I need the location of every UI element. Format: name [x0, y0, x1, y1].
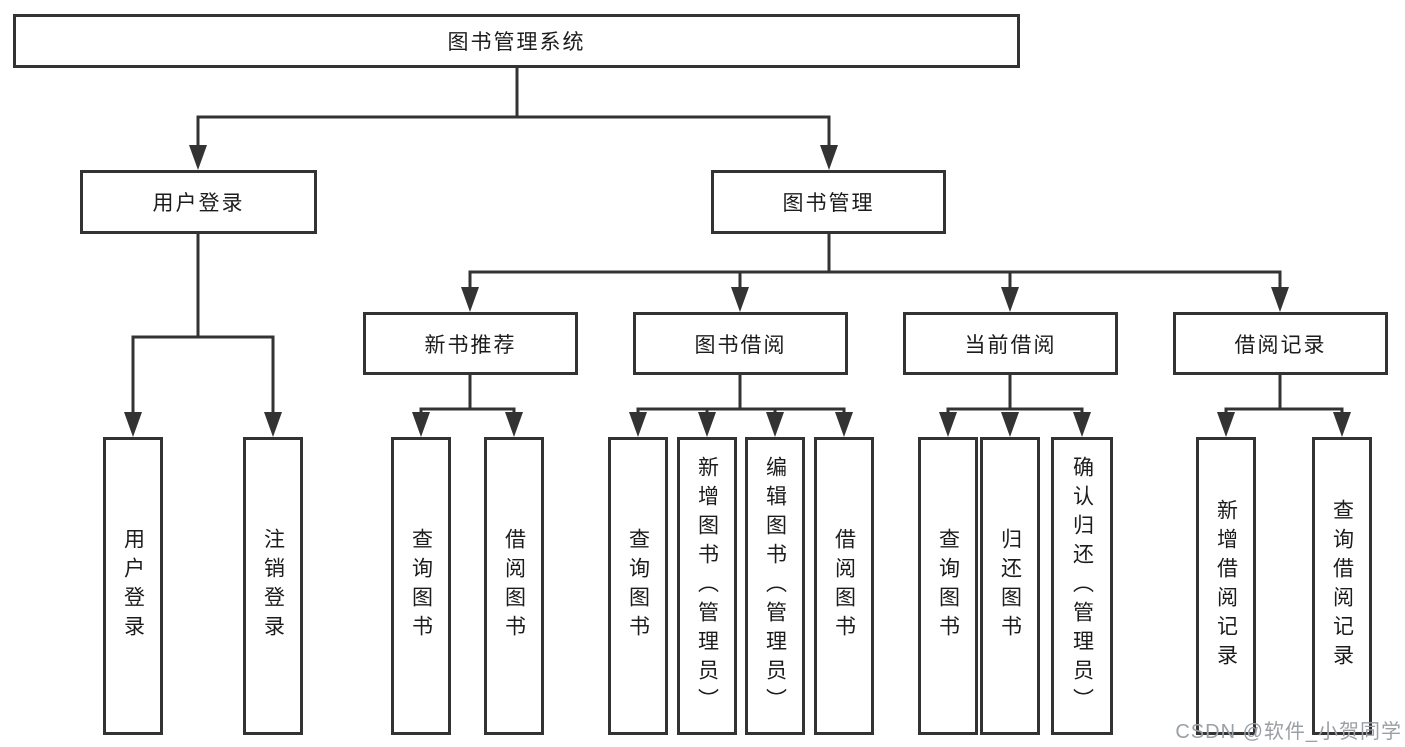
node-book-borrow: 图书借阅 — [633, 312, 848, 375]
connector-sections-to-leaves — [419, 375, 1344, 416]
node-label: 图书管理系统 — [447, 31, 586, 54]
node-label: 查询借阅记录 — [1330, 499, 1354, 673]
node-new-book-recommend: 新书推荐 — [363, 312, 578, 375]
leaf-borrow-books: 借阅图书 — [814, 437, 874, 735]
leaf-query-books-recommend: 查询图书 — [391, 437, 451, 735]
node-user-login: 用户登录 — [80, 170, 317, 234]
leaf-query-borrow-record: 查询借阅记录 — [1312, 437, 1372, 735]
node-label: 新增图书（管理员） — [695, 455, 719, 717]
leaf-logout: 注销登录 — [243, 437, 303, 735]
node-label: 归还图书 — [998, 528, 1022, 644]
node-label: 查询图书 — [626, 528, 650, 644]
leaf-edit-books-admin: 编辑图书（管理员） — [745, 437, 805, 735]
node-label: 用户登录 — [152, 192, 245, 215]
node-label: 编辑图书（管理员） — [763, 455, 787, 717]
leaf-add-books-admin: 新增图书（管理员） — [677, 437, 737, 735]
leaf-query-books-current: 查询图书 — [918, 437, 978, 735]
node-label: 查询图书 — [936, 528, 960, 644]
node-label: 新书推荐 — [424, 333, 517, 357]
node-label: 查询图书 — [409, 528, 433, 644]
arrowheads-root-to-level2 — [189, 145, 838, 170]
node-root-system: 图书管理系统 — [13, 14, 1020, 68]
leaf-add-borrow-record: 新增借阅记录 — [1196, 437, 1256, 735]
connector-root-to-level2 — [196, 68, 831, 148]
node-label: 新增借阅记录 — [1214, 499, 1238, 673]
node-label: 确认归还（管理员） — [1070, 455, 1094, 717]
node-book-management: 图书管理 — [711, 170, 946, 234]
node-current-borrow: 当前借阅 — [903, 312, 1118, 375]
arrowheads-user-login-to-leaves — [124, 412, 282, 437]
node-label: 注销登录 — [261, 528, 285, 644]
node-label: 图书借阅 — [694, 333, 787, 357]
node-label: 借阅图书 — [832, 528, 856, 644]
node-borrow-records: 借阅记录 — [1173, 312, 1388, 375]
connector-user-login-to-leaves — [131, 234, 275, 414]
leaf-confirm-return-admin: 确认归还（管理员） — [1051, 437, 1113, 735]
node-label: 借阅图书 — [502, 528, 526, 644]
leaf-query-books-borrow: 查询图书 — [608, 437, 668, 735]
leaf-user-login: 用户登录 — [103, 437, 163, 735]
connector-book-mgmt-to-sections — [468, 234, 1282, 290]
arrowheads-sections-to-leaves — [412, 412, 1351, 437]
watermark: CSDN @软件_小贺同学 — [1175, 721, 1402, 743]
node-label: 图书管理 — [782, 192, 875, 215]
arrowheads-book-mgmt-to-sections — [461, 287, 1289, 312]
node-label: 用户登录 — [121, 528, 145, 644]
leaf-borrow-books-recommend: 借阅图书 — [484, 437, 544, 735]
node-label: 借阅记录 — [1234, 333, 1327, 357]
leaf-return-books: 归还图书 — [980, 437, 1040, 735]
node-label: 当前借阅 — [964, 333, 1057, 357]
